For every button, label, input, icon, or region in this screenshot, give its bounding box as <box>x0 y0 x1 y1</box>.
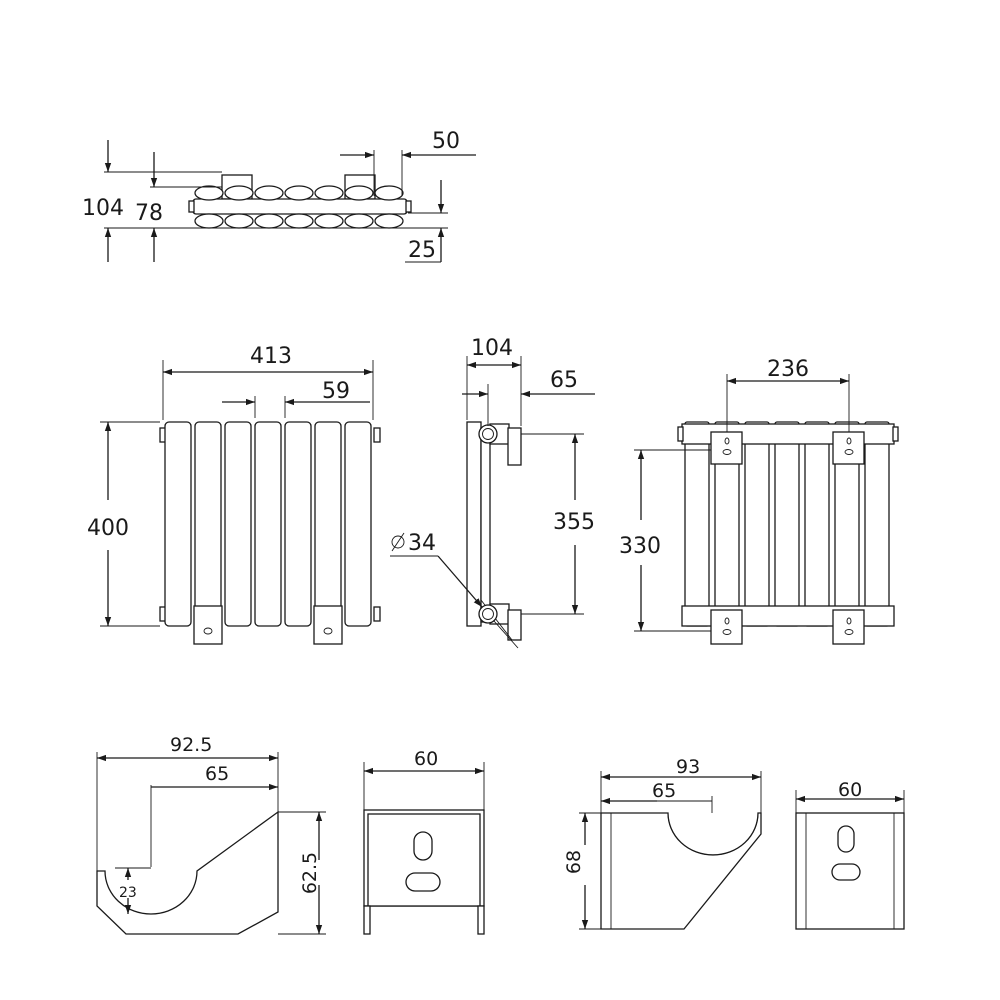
side-bracket-offset-label: 65 <box>550 368 578 393</box>
side-pipe-diameter-label: 34 <box>408 531 436 556</box>
upper-bracket-side-view: 93 65 68 <box>563 756 762 930</box>
lower-front-width-label: 60 <box>414 748 438 770</box>
lower-bracket-height-label: 62.5 <box>299 852 321 894</box>
upper-bracket-length-label: 93 <box>676 756 700 778</box>
side-view: 104 65 34 355 <box>390 336 595 649</box>
rear-bracket-height-label: 330 <box>619 534 661 559</box>
front-width-label: 413 <box>250 344 292 369</box>
top-view: 104 78 50 25 <box>82 129 476 263</box>
top-depth-label: 104 <box>82 196 124 221</box>
rear-view: 236 330 <box>619 357 899 645</box>
upper-front-width-label: 60 <box>838 779 862 801</box>
lower-bracket-side-view: 92.5 65 62.5 23 <box>96 734 326 935</box>
lower-bracket-centre-label: 65 <box>205 763 229 785</box>
rear-bracket-spacing-label: 236 <box>767 357 809 382</box>
upper-bracket-height-label: 68 <box>563 850 585 874</box>
front-view: 413 59 400 <box>87 344 381 645</box>
side-depth-label: 104 <box>471 336 513 361</box>
front-pitch-label: 59 <box>322 379 350 404</box>
lower-bracket-radius-label: 23 <box>119 885 137 901</box>
lower-bracket-length-label: 92.5 <box>170 734 212 756</box>
front-height-label: 400 <box>87 516 129 541</box>
top-spacing-label: 50 <box>432 129 460 154</box>
top-inner-depth-label: 78 <box>135 201 163 226</box>
upper-bracket-centre-label: 65 <box>652 780 676 802</box>
lower-bracket-front-view: 60 <box>363 748 485 935</box>
side-pipe-centres-label: 355 <box>553 510 595 535</box>
top-pipe-offset-label: 25 <box>408 238 436 263</box>
upper-bracket-front-view: 60 <box>795 779 905 930</box>
